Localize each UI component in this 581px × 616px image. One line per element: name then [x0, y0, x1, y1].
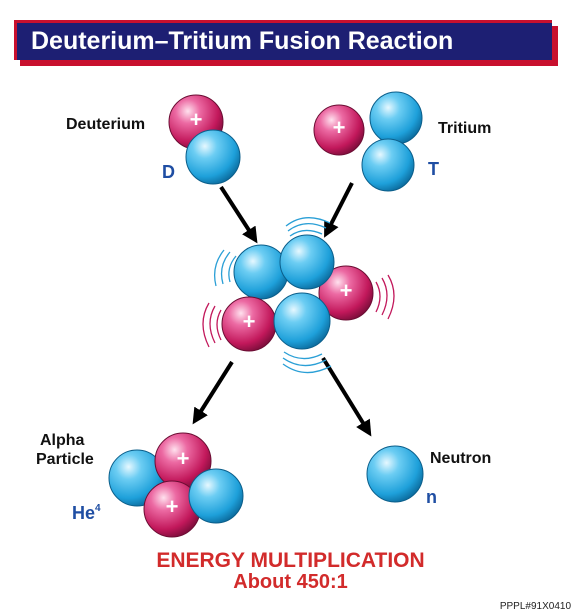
alpha-symbol: He4 — [72, 503, 101, 524]
arrow-deuterium-in — [219, 185, 258, 244]
proton-plus-sign: + — [166, 494, 179, 519]
cluster-proton-left: + — [221, 296, 277, 352]
cluster-proton-right: + — [318, 265, 374, 321]
free-neutron — [366, 445, 424, 503]
title-bar: Deuterium–Tritium Fusion Reaction — [14, 20, 552, 60]
proton-plus-sign: + — [243, 309, 256, 334]
figure-credit: PPPL#91X0410 — [499, 601, 571, 612]
tritium-label: Tritium — [438, 120, 492, 137]
cluster-neutron-left — [233, 244, 289, 300]
deuterium-neutron — [185, 129, 241, 185]
tritium-neutron-top — [369, 91, 423, 145]
alpha-neutron-right — [188, 468, 244, 524]
proton-plus-sign: + — [340, 278, 353, 303]
tritium-neutron-bottom — [361, 138, 415, 192]
alpha-symbol-mass-number: 4 — [95, 503, 101, 514]
tritium-symbol: T — [428, 159, 439, 179]
proton-plus-sign: + — [333, 115, 346, 140]
alpha-proton-bottom: + — [143, 480, 201, 538]
alpha-label-line2: Particle — [36, 451, 94, 468]
alpha-symbol-base: He — [72, 503, 96, 523]
deuterium-nucleus: + — [168, 94, 241, 185]
diagram-title: Deuterium–Tritium Fusion Reaction — [31, 27, 454, 55]
arrow-neutron-out — [321, 356, 372, 437]
proton-plus-sign: + — [177, 446, 190, 471]
cluster-neutron-bottom — [273, 292, 331, 350]
fusing-cluster: + + — [221, 234, 374, 352]
cluster-neutron-top — [279, 234, 335, 290]
arrow-tritium-in — [324, 182, 354, 238]
alpha-label-line1: Alpha — [40, 432, 85, 449]
arrow-alpha-out — [192, 360, 234, 425]
energy-ratio: About 450:1 — [233, 571, 348, 593]
energy-multiplication-heading: ENERGY MULTIPLICATION — [156, 549, 425, 572]
vibration-marks — [213, 217, 332, 374]
deuterium-label: Deuterium — [66, 116, 146, 133]
tritium-nucleus: + — [313, 91, 423, 192]
deuterium-symbol: D — [162, 162, 175, 182]
alpha-particle: + + — [108, 432, 244, 538]
tritium-proton: + — [313, 104, 365, 156]
neutron-label: Neutron — [430, 450, 492, 467]
neutron-symbol: n — [426, 487, 437, 507]
proton-plus-sign: + — [190, 107, 203, 132]
